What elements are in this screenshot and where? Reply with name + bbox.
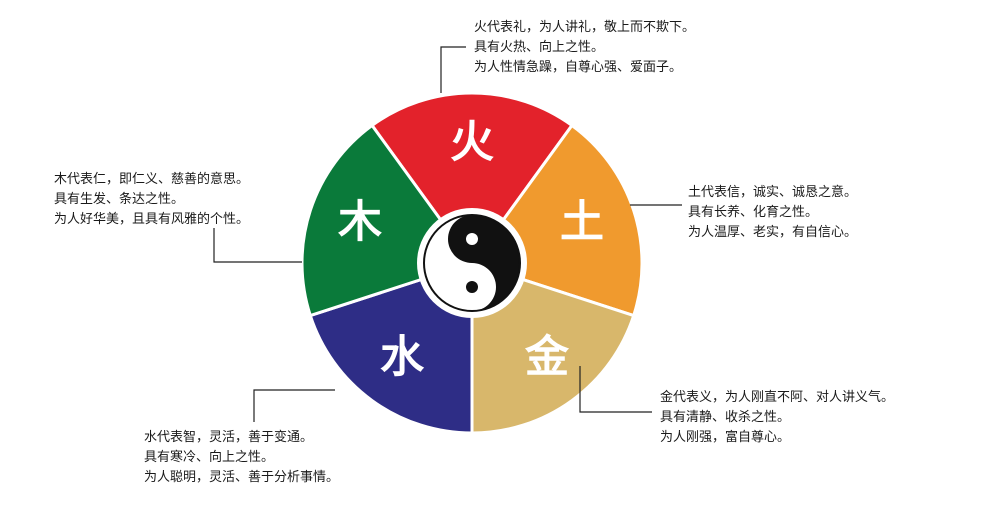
earth-description-line-3: 为人温厚、老实，有自信心。: [688, 225, 858, 240]
water-glyph: 水: [380, 332, 425, 383]
metal-wedge: [470, 260, 636, 435]
wood-description-line-3: 为人好华美，且具有风雅的个性。: [54, 212, 250, 227]
metal-leader-line: [579, 366, 652, 413]
fire-description-line-3: 为人性情急躁，自尊心强、爱面子。: [474, 60, 683, 75]
metal-description-line-2: 具有清静、收杀之性。: [660, 410, 791, 425]
fire-glyph: 火: [450, 117, 494, 168]
fire-description-line-2: 具有火热、向上之性。: [474, 40, 605, 55]
water-description: 水代表智，灵活，善于变通。 具有寒冷、向上之性。 为人聪明，灵活、善于分析事情。: [144, 428, 339, 488]
wood-leader-line: [213, 228, 302, 263]
metal-description: 金代表义，为人刚直不阿、对人讲义气。 具有清静、收杀之性。 为人刚强，富自尊心。: [660, 388, 894, 448]
fire-description-line-1: 火代表礼，为人讲礼，敬上而不欺下。: [474, 20, 696, 35]
fire-wedge: [369, 91, 575, 266]
wood-glyph: 木: [338, 197, 382, 248]
earth-glyph: 土: [560, 197, 604, 248]
earth-description-line-2: 具有长养、化育之性。: [688, 205, 819, 220]
water-description-line-2: 具有寒冷、向上之性。: [144, 450, 275, 465]
water-description-line-1: 水代表智，灵活，善于变通。: [144, 430, 314, 445]
fire-description: 火代表礼，为人讲礼，敬上而不欺下。 具有火热、向上之性。 为人性情急躁，自尊心强…: [474, 18, 695, 78]
earth-description: 土代表信，诚实、诚恳之意。 具有长养、化育之性。 为人温厚、老实，有自信心。: [688, 183, 857, 243]
earth-description-line-1: 土代表信，诚实、诚恳之意。: [688, 185, 858, 200]
water-leader-line: [253, 389, 335, 422]
metal-glyph: 金: [524, 332, 570, 383]
water-wedge: [308, 260, 474, 435]
yin-yang-icon: [417, 208, 527, 318]
wood-description-line-2: 具有生发、条达之性。: [54, 192, 185, 207]
wood-description-line-1: 木代表仁，即仁义、慈善的意思。: [54, 172, 250, 187]
metal-description-line-3: 为人刚强，富自尊心。: [660, 430, 791, 445]
water-description-line-3: 为人聪明，灵活、善于分析事情。: [144, 470, 340, 485]
wood-description: 木代表仁，即仁义、慈善的意思。 具有生发、条达之性。 为人好华美，且具有风雅的个…: [54, 170, 249, 230]
metal-description-line-1: 金代表义，为人刚直不阿、对人讲义气。: [660, 390, 895, 405]
fire-leader-line: [440, 46, 466, 93]
